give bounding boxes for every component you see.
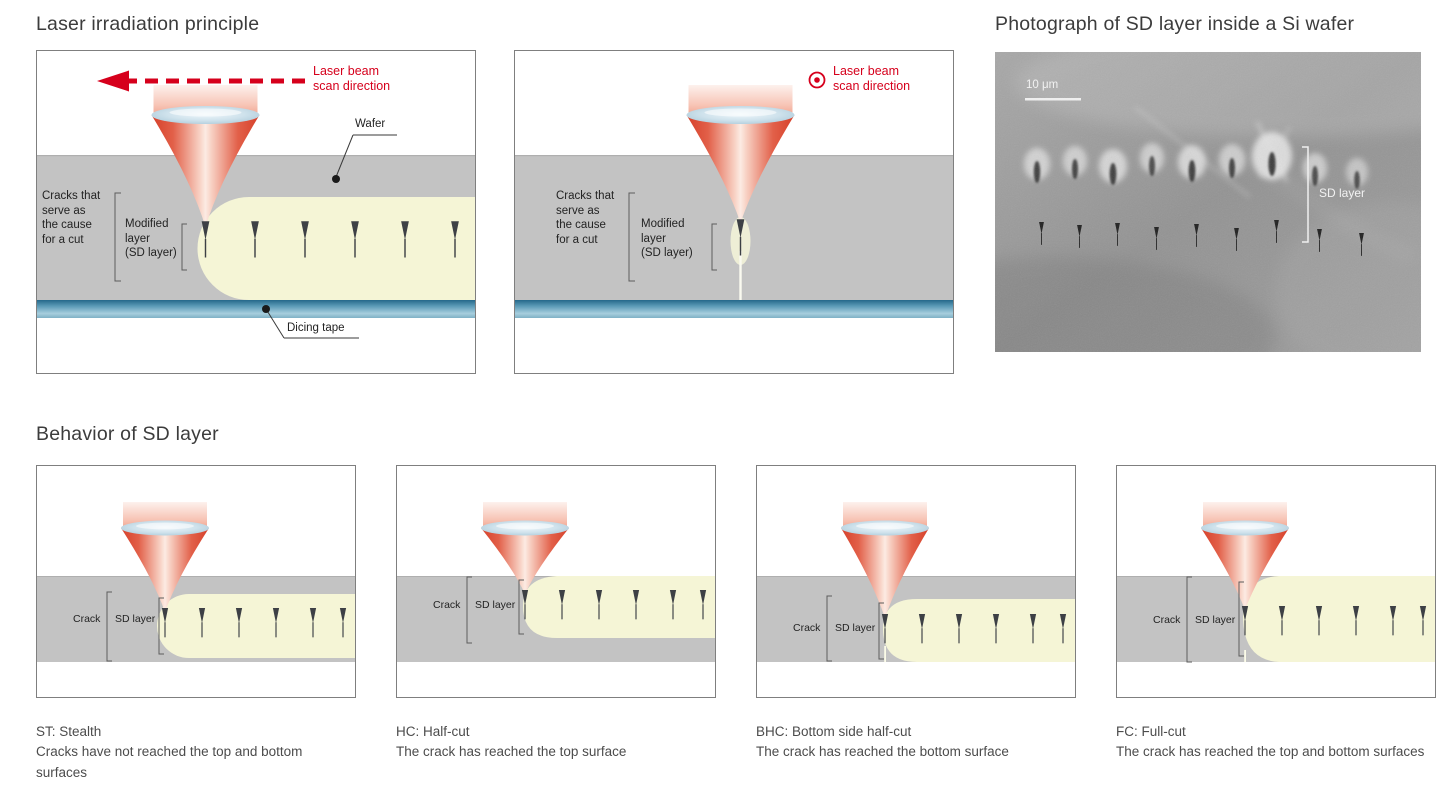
crack-line (884, 646, 886, 662)
fc-caption-desc: The crack has reached the top and bottom… (1116, 744, 1425, 760)
sd-layer-label: SD layer (115, 613, 156, 625)
scan-direction-arrow-icon (97, 70, 305, 92)
laser-beam-icon (151, 85, 260, 227)
sem-photo: 10 μm SD layer (995, 52, 1421, 352)
scale-label: 10 μm (1026, 79, 1059, 91)
wafer-leader-line (335, 134, 397, 178)
side-view-panel: Laser beam scan direction Wafer Cracks t… (36, 50, 476, 374)
tape-pointer-dot (262, 305, 270, 313)
crack-line-bottom (1244, 650, 1246, 662)
sd-layer-label: SD layer (1195, 614, 1236, 626)
sd-layer-region (523, 576, 715, 638)
laser-beam-icon (841, 502, 929, 618)
cracks-label: Cracks that serve as the cause for a cut (42, 190, 101, 247)
crack-label: Crack (433, 599, 461, 611)
wafer-label: Wafer (355, 118, 386, 130)
sd-layer-region (1243, 576, 1435, 662)
dicing-tape-band (37, 300, 475, 318)
crack-bracket (466, 576, 472, 644)
dicing-tape-label: Dicing tape (287, 322, 345, 334)
tape-leader-line (265, 308, 359, 339)
sd-layer-region (883, 599, 1075, 662)
sd-layer-region (197, 197, 475, 300)
modified-layer-label: Modified layer (SD layer) (125, 218, 177, 260)
fc-diagram (1117, 502, 1435, 663)
laser-beam-icon (121, 502, 209, 612)
behavior-panel-fc: Crack SD layer (1116, 465, 1436, 698)
sd-layer-region (157, 594, 355, 658)
modified-layer-bracket (711, 223, 717, 271)
hc-caption: HC: Half-cut The crack has reached the t… (396, 722, 708, 763)
st-diagram (37, 502, 355, 662)
bhc-caption: BHC: Bottom side half-cut The crack has … (756, 722, 1068, 763)
crack-label: Crack (73, 613, 101, 625)
photo-title: Photograph of SD layer inside a Si wafer (995, 13, 1355, 35)
behavior-title: Behavior of SD layer (36, 423, 219, 445)
front-view-diagram (515, 71, 953, 318)
sd-layer-bracket (878, 602, 884, 660)
hc-diagram (397, 502, 715, 662)
dicing-tape-band (515, 300, 953, 318)
crack-label: Crack (1153, 614, 1181, 626)
crack-bracket (106, 591, 112, 662)
scan-direction-label: Laser beam scan direction (313, 64, 391, 93)
modified-layer-bracket (181, 223, 187, 271)
fc-caption: FC: Full-cut The crack has reached the t… (1116, 722, 1442, 763)
sd-layer-label: SD layer (1319, 186, 1366, 200)
behavior-panel-st: Crack SD layer (36, 465, 356, 698)
sd-layer-bracket (518, 579, 524, 635)
hc-caption-desc: The crack has reached the top surface (396, 744, 627, 760)
bhc-caption-title: BHC: Bottom side half-cut (756, 724, 912, 739)
behavior-panel-bhc: Crack SD layer (756, 465, 1076, 698)
sd-layer-bracket (1302, 146, 1309, 243)
front-view-panel: Laser beam scan direction Cracks that se… (514, 50, 954, 374)
sd-layer-bracket (1238, 581, 1244, 657)
crack-line (739, 251, 742, 300)
crack-bracket (1186, 576, 1192, 663)
scan-direction-dot-icon (808, 71, 826, 89)
fc-caption-title: FC: Full-cut (1116, 724, 1186, 739)
cracks-bracket (628, 192, 635, 282)
sem-photo-image (995, 52, 1421, 352)
wafer-pointer-dot (332, 175, 340, 183)
behavior-panel-hc: Crack SD layer (396, 465, 716, 698)
cracks-bracket (114, 192, 121, 282)
crack-label: Crack (793, 622, 821, 634)
modified-layer-label: Modified layer (SD layer) (641, 218, 693, 260)
crack-bracket (826, 595, 832, 662)
principle-title: Laser irradiation principle (36, 13, 260, 35)
laser-beam-icon (481, 502, 569, 594)
scale-bar (1025, 98, 1081, 101)
sd-layer-bracket (158, 597, 164, 655)
cracks-label: Cracks that serve as the cause for a cut (556, 190, 615, 247)
side-view-diagram (37, 70, 475, 339)
st-caption: ST: Stealth Cracks have not reached the … (36, 722, 348, 783)
bhc-caption-desc: The crack has reached the bottom surface (756, 744, 1009, 760)
bhc-diagram (757, 502, 1075, 662)
wafer-top-edge (37, 155, 475, 157)
sd-layer-label: SD layer (835, 622, 876, 634)
sem-grain-overlay (995, 52, 1421, 352)
sd-layer-label: SD layer (475, 599, 516, 611)
scan-direction-label: Laser beam scan direction (833, 64, 911, 93)
st-caption-title: ST: Stealth (36, 724, 102, 739)
hc-caption-title: HC: Half-cut (396, 724, 470, 739)
laser-beam-icon (1201, 502, 1289, 610)
laser-beam-icon (686, 85, 795, 223)
st-caption-desc: Cracks have not reached the top and bott… (36, 744, 303, 780)
